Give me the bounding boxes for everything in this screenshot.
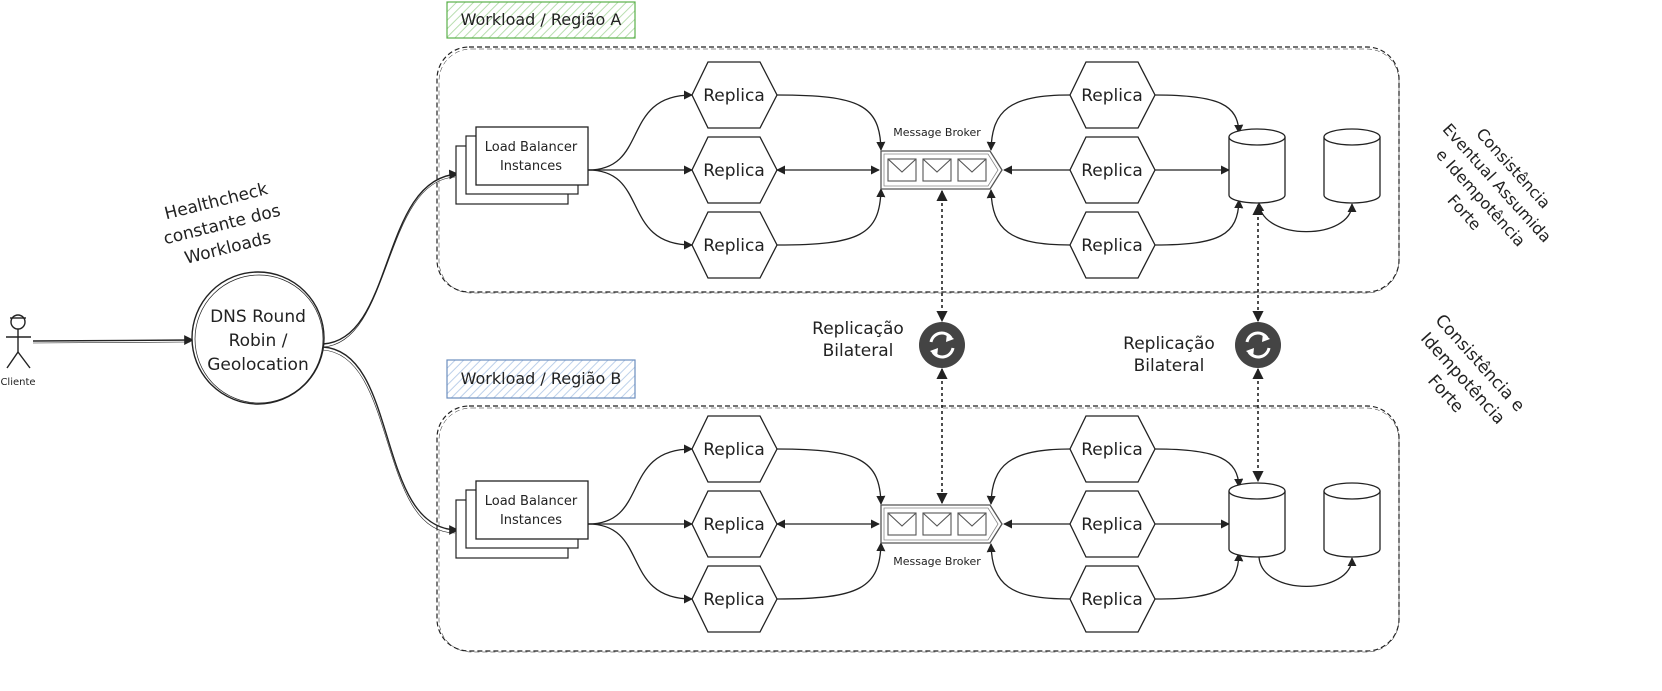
replica-label: Replica — [703, 440, 765, 460]
client-label: Cliente — [0, 377, 35, 388]
region-b-container — [436, 405, 1400, 652]
region-a-lb-line-2: Instances — [500, 159, 562, 174]
replica-label: Replica — [703, 236, 765, 256]
region-b-consistency-note: Consistência e Idempotência Forte — [1416, 311, 1528, 429]
replica-label: Replica — [703, 86, 765, 106]
region-a-tag: Workload / Região A — [446, 1, 636, 39]
database-replication-sync — [1235, 322, 1281, 368]
replica-label: Replica — [1081, 86, 1143, 106]
region-a-database-primary — [1228, 128, 1286, 204]
replica-label: Replica — [703, 515, 765, 535]
region-a-database-secondary — [1323, 128, 1381, 204]
database-replication-line-1: Replicação — [1123, 334, 1215, 354]
dns-to-region-a-arrow — [322, 169, 459, 345]
region-b-broker-label: Message Broker — [893, 555, 981, 568]
region-a-broker-label: Message Broker — [893, 126, 981, 139]
dns-round-robin-node: DNS Round Robin / Geolocation — [191, 271, 325, 405]
replica-label: Replica — [1081, 161, 1143, 181]
region-b-message-broker: Message Broker — [880, 504, 1003, 568]
database-icon — [1228, 482, 1286, 558]
client-to-dns-arrow — [32, 335, 194, 345]
region-a-right-replica-1: Replica — [1069, 61, 1156, 129]
database-icon — [1323, 128, 1381, 204]
region-b-load-balancer: Load Balancer Instances — [455, 480, 589, 559]
database-icon — [1228, 128, 1286, 204]
replica-label: Replica — [703, 590, 765, 610]
database-replication-line-2: Bilateral — [1134, 356, 1205, 376]
region-a-right-replica-3: Replica — [1069, 211, 1156, 279]
region-a-left-replica-2: Replica — [691, 136, 778, 204]
region-a-container — [436, 46, 1400, 293]
region-a-tag-label: Workload / Região A — [461, 10, 622, 29]
envelope-icon — [887, 158, 987, 182]
broker-replication-sync — [919, 322, 965, 368]
dns-to-region-b-arrow — [322, 346, 459, 535]
broker-replication-line-2: Bilateral — [823, 341, 894, 361]
dns-label-line-2: Robin / — [229, 331, 288, 351]
region-b-lb-line-1: Load Balancer — [485, 494, 578, 509]
region-b-database-secondary — [1323, 482, 1381, 558]
region-b-right-replica-1: Replica — [1069, 415, 1156, 483]
client-actor: Cliente — [0, 314, 36, 388]
region-b-right-replica-2: Replica — [1069, 490, 1156, 558]
region-b-right-replica-3: Replica — [1069, 565, 1156, 633]
replica-label: Replica — [1081, 236, 1143, 256]
replica-label: Replica — [1081, 515, 1143, 535]
region-b-lb-line-2: Instances — [500, 513, 562, 528]
envelope-icon — [887, 512, 987, 536]
region-b-left-replica-3: Replica — [691, 565, 778, 633]
replica-label: Replica — [1081, 440, 1143, 460]
region-a-lb-line-1: Load Balancer — [485, 140, 578, 155]
region-b-tag: Workload / Região B — [446, 359, 636, 399]
region-a-left-replica-1: Replica — [691, 61, 778, 129]
replica-label: Replica — [703, 161, 765, 181]
database-icon — [1323, 482, 1381, 558]
dns-label-line-1: DNS Round — [210, 307, 306, 327]
region-b-left-replica-2: Replica — [691, 490, 778, 558]
broker-replication-line-1: Replicação — [812, 319, 904, 339]
region-a-message-broker: Message Broker — [880, 126, 1003, 190]
healthcheck-note: Healthcheck constante dos Workloads — [161, 179, 282, 268]
replica-label: Replica — [1081, 590, 1143, 610]
sync-icon — [1235, 322, 1281, 368]
dns-label-line-3: Geolocation — [207, 355, 309, 375]
region-a-right-replica-2: Replica — [1069, 136, 1156, 204]
region-a-left-replica-3: Replica — [691, 211, 778, 279]
region-a-load-balancer: Load Balancer Instances — [455, 126, 589, 205]
region-b-database-primary — [1228, 482, 1286, 558]
region-b-left-replica-1: Replica — [691, 415, 778, 483]
sync-icon — [919, 322, 965, 368]
region-a-consistency-note: Consistência Eventual Assumida e Idempot… — [1432, 120, 1555, 251]
region-b-tag-label: Workload / Região B — [461, 369, 622, 388]
person-icon — [6, 314, 31, 369]
